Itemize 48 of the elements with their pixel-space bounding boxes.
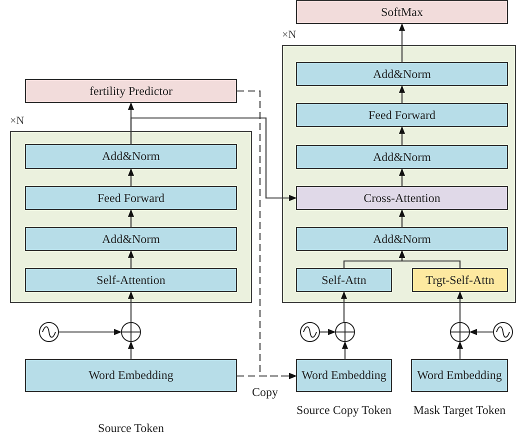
arrow (456, 341, 464, 359)
embedding-box: Word Embedding (296, 359, 392, 392)
attention-box: Self-Attn (296, 268, 392, 292)
caption-label: Source Token (97, 420, 165, 436)
arrow (342, 341, 348, 359)
attention-box: Self-Attention (25, 268, 237, 292)
arrow (456, 291, 464, 322)
arrow (398, 250, 461, 268)
arrow (128, 168, 134, 186)
arrow (128, 209, 134, 227)
layer-box: Add&Norm (25, 144, 237, 169)
layer-box: Add&Norm (296, 62, 508, 86)
arrow (320, 328, 336, 336)
caption-label: Mask Target Token (412, 402, 507, 418)
sine-wave-circle (39, 322, 59, 342)
arrow (398, 85, 406, 103)
arrow (128, 250, 134, 268)
sine-wave-circle (493, 322, 513, 342)
repeat-label: ×N (10, 115, 24, 127)
layer-box: Add&Norm (25, 227, 237, 251)
repeat-label: ×N (282, 29, 296, 41)
arrow (469, 328, 493, 336)
attention-box: Trgt-Self-Attn (412, 268, 508, 292)
embedding-box: Word Embedding (411, 359, 508, 392)
layer-box: Feed Forward (296, 103, 508, 127)
predictor-box: fertility Predictor (25, 79, 237, 103)
arrow (398, 23, 406, 62)
layer-box: Add&Norm (296, 227, 508, 251)
arrow (398, 209, 406, 227)
arrow (398, 168, 406, 186)
layer-box: Feed Forward (25, 186, 237, 210)
output-box: SoftMax (296, 0, 508, 24)
plus-circle (121, 322, 141, 342)
arrow (340, 291, 348, 322)
plus-circle (335, 322, 355, 342)
arrow (130, 117, 297, 202)
attention-box: Cross-Attention (296, 186, 508, 210)
layer-box: Add&Norm (296, 145, 508, 169)
arrow (59, 328, 122, 336)
embedding-box: Word Embedding (25, 359, 237, 392)
arrow (128, 341, 134, 359)
arrow (398, 126, 406, 145)
plus-circle (450, 322, 470, 342)
edge-label: Copy (250, 385, 280, 400)
caption-label: Source Copy Token (296, 402, 392, 418)
arrow (128, 291, 134, 322)
sine-wave-circle (300, 322, 320, 342)
arrow (237, 372, 297, 380)
